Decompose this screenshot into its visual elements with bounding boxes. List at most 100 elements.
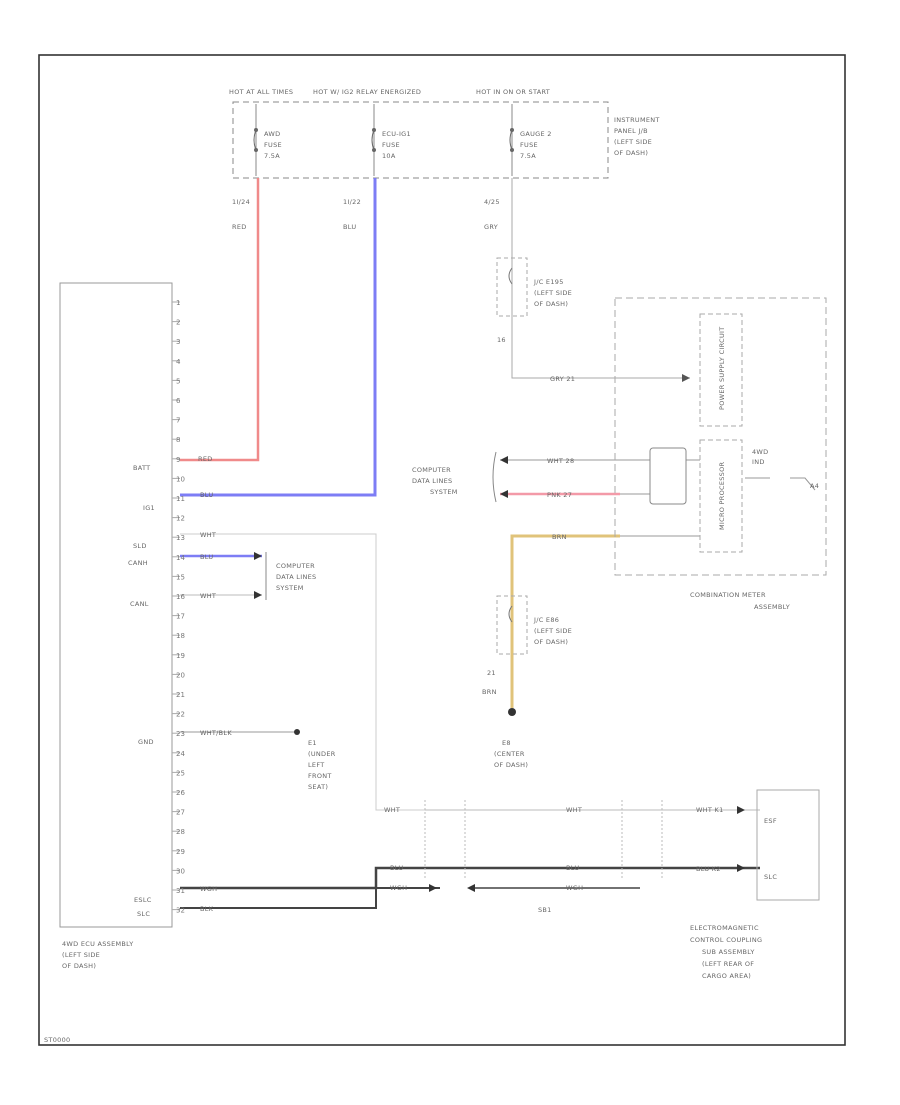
- fuse-awd-name: AWD: [264, 130, 280, 138]
- ground-e1: E1 (UNDER LEFT FRONT SEAT): [308, 739, 336, 791]
- ecu-pin-number: 18: [176, 632, 185, 640]
- wire-label-whtblk: WHT/BLK: [200, 729, 232, 737]
- ecu-pin-number: 9: [176, 456, 180, 464]
- fuse-awd-rating: 7.5A: [264, 152, 280, 160]
- cdl-right-1: DATA LINES: [412, 477, 452, 485]
- e8-1: (CENTER: [494, 750, 525, 758]
- term-bat: BATT: [133, 464, 150, 472]
- wire-pin-1: 1I/22: [343, 198, 361, 206]
- ecu-assembly: 1234567891011121314151617181920212223242…: [59, 282, 185, 970]
- jc-top-pin: 16: [497, 336, 506, 344]
- e8-0: E8: [502, 739, 511, 747]
- source-label-1: HOT W/ IG2 RELAY ENERGIZED: [313, 88, 421, 96]
- fuse-awd: AWD FUSE 7.5A: [253, 104, 282, 176]
- wire-blue-ig: [180, 178, 377, 497]
- junction-connector-bottom: J/C E86 (LEFT SIDE OF DASH) 21 BRN: [482, 595, 572, 696]
- fuse-ecu-ig1-name: ECU-IG1: [382, 130, 411, 138]
- wire-color-1: BLU: [343, 223, 356, 231]
- inline-blu: BLU: [390, 864, 403, 872]
- coupling-label-2: SUB ASSEMBLY: [702, 948, 755, 956]
- ecu-pin-number: 3: [176, 338, 180, 346]
- wire-label-red: RED: [198, 455, 213, 463]
- jc-top-1: (LEFT SIDE: [534, 289, 572, 297]
- ecu-pin-number: 13: [176, 534, 185, 542]
- wire-label-blu: BLU: [200, 491, 213, 499]
- term-ig: IG1: [143, 504, 155, 512]
- ecu-pin-number: 8: [176, 436, 180, 444]
- ecu-pin-number: 4: [176, 358, 181, 366]
- jc-bot-pin: 21: [487, 669, 496, 677]
- awd-ind-0: 4WD: [752, 448, 768, 456]
- e1-3: FRONT: [308, 772, 332, 780]
- coupling-label-3: (LEFT REAR OF: [702, 960, 754, 968]
- ecu-box: [59, 282, 173, 928]
- source-label-0: HOT AT ALL TIMES: [229, 88, 293, 96]
- coupling-box: [756, 789, 820, 901]
- fuse-block: HOT AT ALL TIMES HOT W/ IG2 RELAY ENERGI…: [229, 88, 660, 231]
- meter-label-0: COMBINATION METER: [690, 591, 766, 599]
- ecu-pin-number: 5: [176, 377, 180, 385]
- combination-meter: POWER SUPPLY CIRCUIT MICRO PROCESSOR GRY…: [547, 297, 827, 611]
- ecu-pin-number: 27: [176, 809, 185, 817]
- awd-ind-2: A4: [810, 482, 819, 490]
- outer-frame: [38, 54, 846, 1046]
- inline-wht-2: WHT: [566, 806, 582, 814]
- wire-label-wht13: WHT: [200, 531, 216, 539]
- micro-box: [699, 439, 743, 553]
- jc-top-0: J/C E195: [533, 278, 564, 286]
- junction-connector-top: J/C E195 (LEFT SIDE OF DASH) 16: [496, 257, 572, 344]
- connector-mid: SB1: [538, 906, 552, 914]
- ecu-pin-number: 24: [176, 750, 185, 758]
- ecu-label-2: OF DASH): [62, 962, 96, 970]
- coupling-term-1: SLC: [764, 873, 777, 881]
- fuse-ecu-ig1-label: FUSE: [382, 141, 400, 149]
- coupling-term-0: ESF: [764, 817, 777, 825]
- inline-blu-2: BLU: [566, 864, 579, 872]
- ecu-pin-number: 32: [176, 907, 185, 915]
- fuse-gauge2-name: GAUGE 2: [520, 130, 552, 138]
- ground-e8: E8 (CENTER OF DASH): [494, 739, 528, 769]
- ecu-pin-number: 28: [176, 828, 185, 836]
- fuse-gauge2-label: FUSE: [520, 141, 538, 149]
- ecu-pin-number: 26: [176, 789, 185, 797]
- awd-ind-1: IND: [752, 458, 765, 466]
- border-code: ST0000: [44, 1036, 70, 1044]
- e1-1: (UNDER: [308, 750, 336, 758]
- jb-label-3: OF DASH): [614, 149, 648, 157]
- ecu-pin-number: 23: [176, 730, 185, 738]
- wire-label-wht16: WHT: [200, 592, 216, 600]
- jc-bot-1: (LEFT SIDE: [534, 627, 572, 635]
- ecu-pin-number: 1: [176, 299, 180, 307]
- ecu-pin-number: 6: [176, 397, 181, 405]
- wire-red: [180, 178, 260, 462]
- computer-data-lines-right: COMPUTER DATA LINES SYSTEM: [412, 451, 497, 503]
- ecu-pin-number: 17: [176, 613, 185, 621]
- wire-blk-bus: [180, 866, 760, 890]
- power-supply-label: POWER SUPPLY CIRCUIT: [718, 326, 726, 410]
- meter-wht-pin: WHT 28: [547, 457, 574, 465]
- coupling-label-4: CARGO AREA): [702, 972, 751, 980]
- fuse-gauge2-rating: 7.5A: [520, 152, 536, 160]
- ecu-pin-number: 11: [176, 495, 185, 503]
- jc-bot-wire: BRN: [482, 688, 497, 696]
- term-eslc: ESLC: [134, 896, 152, 904]
- inline-wht: WHT: [384, 806, 400, 814]
- jb-label-0: INSTRUMENT: [614, 116, 660, 124]
- fuse-gauge2: GAUGE 2 FUSE 7.5A: [509, 104, 552, 176]
- ecu-pin-number: 7: [176, 417, 180, 425]
- fuse-awd-label: FUSE: [264, 141, 282, 149]
- jc-top-2: OF DASH): [534, 300, 568, 308]
- term-sld: SLD: [133, 542, 147, 550]
- ecu-pin-number: 19: [176, 652, 185, 660]
- power-supply-box: [699, 313, 743, 427]
- wire-gry: [511, 178, 615, 379]
- cdl-left-2: SYSTEM: [276, 584, 304, 592]
- jb-label-1: PANEL J/B: [614, 127, 648, 135]
- ecu-pin-number: 30: [176, 867, 185, 875]
- wire-wgh-bus: [180, 887, 440, 909]
- jc-bot-2: OF DASH): [534, 638, 568, 646]
- micro-label: MICRO PROCESSOR: [718, 461, 726, 530]
- coupling-label-0: ELECTROMAGNETIC: [690, 924, 759, 932]
